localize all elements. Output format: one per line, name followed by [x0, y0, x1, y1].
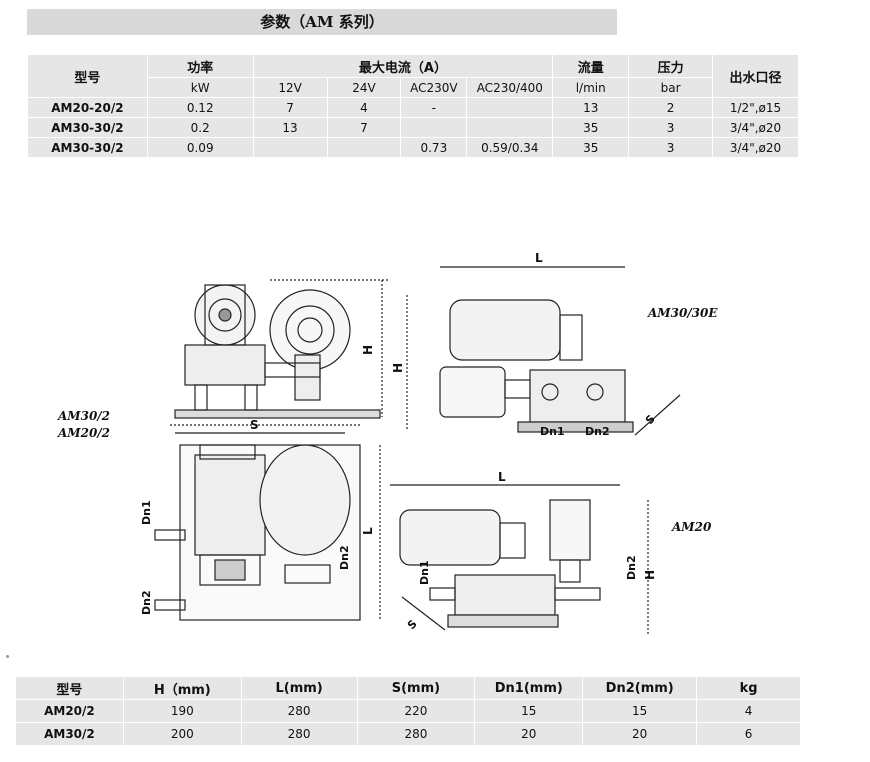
cell: 4: [696, 699, 801, 723]
dim-dn2-label-left: Dn2: [140, 590, 153, 615]
cell-model: AM30/2: [15, 722, 124, 746]
cell: 6: [696, 722, 801, 746]
header-power: 功率: [146, 54, 254, 78]
dim-dn2-label-top: Dn2: [585, 425, 610, 438]
dim-dn2-label-side: Dn2: [338, 545, 351, 570]
dim-dn2-label-bottom: Dn2: [625, 555, 638, 580]
pump-top-view: [154, 444, 361, 621]
cell: 1/2",ø15: [712, 97, 799, 118]
table-row: AM30-30/2 0.2 13 7 35 3 3/4",ø20: [27, 117, 799, 138]
cell: 3/4",ø20: [712, 117, 799, 138]
cell: 0.73: [400, 137, 468, 158]
cell: 280: [356, 722, 476, 746]
stray-dot: [6, 655, 9, 658]
dim-l-label-bottom: L: [498, 470, 506, 484]
cell: 0.2: [146, 117, 254, 138]
unit-power: kW: [146, 77, 254, 98]
unit-24v: 24V: [326, 77, 402, 98]
cell: 7: [252, 97, 328, 118]
dim-s-label-bottom: S: [405, 617, 420, 632]
header-pressure: 压力: [628, 54, 714, 78]
cell: [466, 117, 554, 138]
page-title: 参数（AM 系列）: [27, 9, 617, 35]
cell: [466, 97, 554, 118]
dim-h-label: H: [361, 345, 375, 355]
cell: 280: [240, 699, 358, 723]
dim-dn1-label-left: Dn1: [140, 500, 153, 525]
dim-h-label-top: H: [391, 363, 405, 373]
dim-header-l: L(mm): [240, 676, 358, 700]
cell: 15: [582, 699, 698, 723]
cell-model: AM20-20/2: [27, 97, 148, 118]
cell: 280: [240, 722, 358, 746]
cell: 0.59/0.34: [466, 137, 554, 158]
pump-technical-drawing: AM30/2 AM20/2 H S L Dn1 Dn2 Dn2: [57, 251, 718, 635]
table-row: AM20/2 190 280 220 15 15 4: [15, 699, 801, 723]
dim-header-kg: kg: [696, 676, 801, 700]
cell: 20: [582, 722, 698, 746]
dim-header-dn1: Dn1(mm): [474, 676, 584, 700]
cell: [400, 117, 468, 138]
header-flow: 流量: [552, 54, 630, 78]
unit-ac230: AC230V: [400, 77, 468, 98]
cell: 35: [552, 137, 630, 158]
cell: 4: [326, 97, 402, 118]
header-model: 型号: [27, 54, 148, 98]
cell: 0.09: [146, 137, 254, 158]
cell: [252, 137, 328, 158]
unit-12v: 12V: [252, 77, 328, 98]
dim-header-dn2: Dn2(mm): [582, 676, 698, 700]
am20-side-view: L H Dn1 Dn2 S: [390, 470, 657, 635]
cell: 3: [628, 137, 714, 158]
pump-front-view: [174, 284, 381, 419]
dim-h-label-bottom: H: [643, 570, 657, 580]
am30-30e-side-view: L H Dn1 Dn2 S: [391, 251, 681, 438]
cell-model: AM30-30/2: [27, 117, 148, 138]
cell: 2: [628, 97, 714, 118]
cell: [326, 137, 402, 158]
table-row: AM20-20/2 0.12 7 4 - 13 2 1/2",ø15: [27, 97, 799, 118]
cell: 220: [356, 699, 476, 723]
cell: 0.12: [146, 97, 254, 118]
table-row: AM30-30/2 0.09 0.73 0.59/0.34 35 3 3/4",…: [27, 137, 799, 158]
dimension-table: 型号 H（mm) L(mm) S(mm) Dn1(mm) Dn2(mm) kg …: [15, 676, 801, 746]
cell-model: AM30-30/2: [27, 137, 148, 158]
cell: 13: [252, 117, 328, 138]
dim-header-h: H（mm): [122, 676, 242, 700]
header-current: 最大电流（A）: [252, 54, 554, 78]
cell: 35: [552, 117, 630, 138]
dim-header-s: S(mm): [356, 676, 476, 700]
cell: -: [400, 97, 468, 118]
dim-l-label-left: L: [361, 527, 375, 535]
cell-model: AM20/2: [15, 699, 124, 723]
cell: 190: [122, 699, 242, 723]
dim-dn1-label-bottom: Dn1: [418, 560, 431, 585]
dim-header-model: 型号: [15, 676, 124, 700]
unit-ac230-400: AC230/400: [466, 77, 554, 98]
label-am30-30e: AM30/30E: [647, 306, 718, 320]
cell: 3/4",ø20: [712, 137, 799, 158]
label-am30-2: AM30/2: [57, 409, 110, 423]
cell: 15: [474, 699, 584, 723]
spec-table: 型号 功率 最大电流（A） 流量 压力 出水口径 kW 12V 24V AC23…: [27, 54, 799, 158]
unit-flow: l/min: [552, 77, 630, 98]
cell: 3: [628, 117, 714, 138]
dim-s-label-top: S: [643, 412, 658, 427]
unit-pressure: bar: [628, 77, 714, 98]
header-outlet: 出水口径: [712, 54, 799, 98]
cell: 20: [474, 722, 584, 746]
dim-l-label-top: L: [535, 251, 543, 265]
label-am20-2: AM20/2: [57, 426, 110, 440]
dim-dn1-label-top: Dn1: [540, 425, 565, 438]
cell: 200: [122, 722, 242, 746]
label-am20: AM20: [671, 520, 712, 534]
cell: 7: [326, 117, 402, 138]
cell: 13: [552, 97, 630, 118]
table-row: AM30/2 200 280 280 20 20 6: [15, 722, 801, 746]
